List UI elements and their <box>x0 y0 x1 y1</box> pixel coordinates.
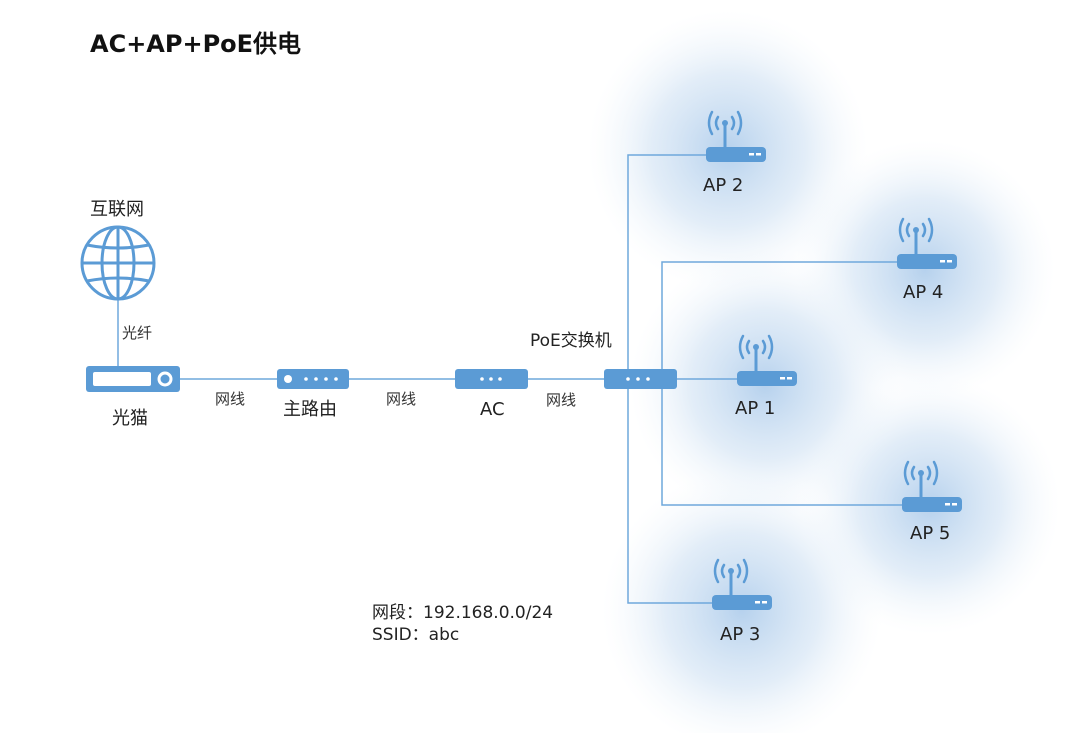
cable-label-1: 网线 <box>215 390 246 408</box>
cable-label-3: 网线 <box>546 391 577 409</box>
router-label: 主路由 <box>283 399 337 420</box>
cable-label-2: 网线 <box>386 390 417 408</box>
internet-label: 互联网 <box>90 199 144 220</box>
ap2-icon <box>706 110 766 162</box>
access-points <box>706 110 962 610</box>
ap5-label: AP 5 <box>910 523 951 544</box>
segment-text: 网段：192.168.0.0/24 <box>372 603 554 623</box>
ac-controller-icon <box>455 369 528 389</box>
ac-label: AC <box>480 399 505 420</box>
router-icon <box>277 369 349 389</box>
ap3-icon <box>712 558 772 610</box>
modem-icon <box>86 366 180 392</box>
network-info: 网段：192.168.0.0/24 SSID：abc <box>372 602 553 646</box>
poe-switch-label: PoE交换机 <box>530 331 612 351</box>
fiber-label: 光纤 <box>122 324 153 342</box>
poe-switch-icon <box>604 369 677 389</box>
ssid-text: SSID：abc <box>372 625 460 645</box>
ap1-icon <box>737 334 797 386</box>
modem-label: 光猫 <box>112 408 148 429</box>
diagram-title: AC+AP+PoE供电 <box>90 30 302 58</box>
globe-icon <box>80 225 156 301</box>
ap4-icon <box>897 217 957 269</box>
ap1-label: AP 1 <box>735 398 776 419</box>
ap2-label: AP 2 <box>703 175 744 196</box>
ap4-label: AP 4 <box>903 282 944 303</box>
ap5-icon <box>902 460 962 512</box>
ap3-label: AP 3 <box>720 624 761 645</box>
